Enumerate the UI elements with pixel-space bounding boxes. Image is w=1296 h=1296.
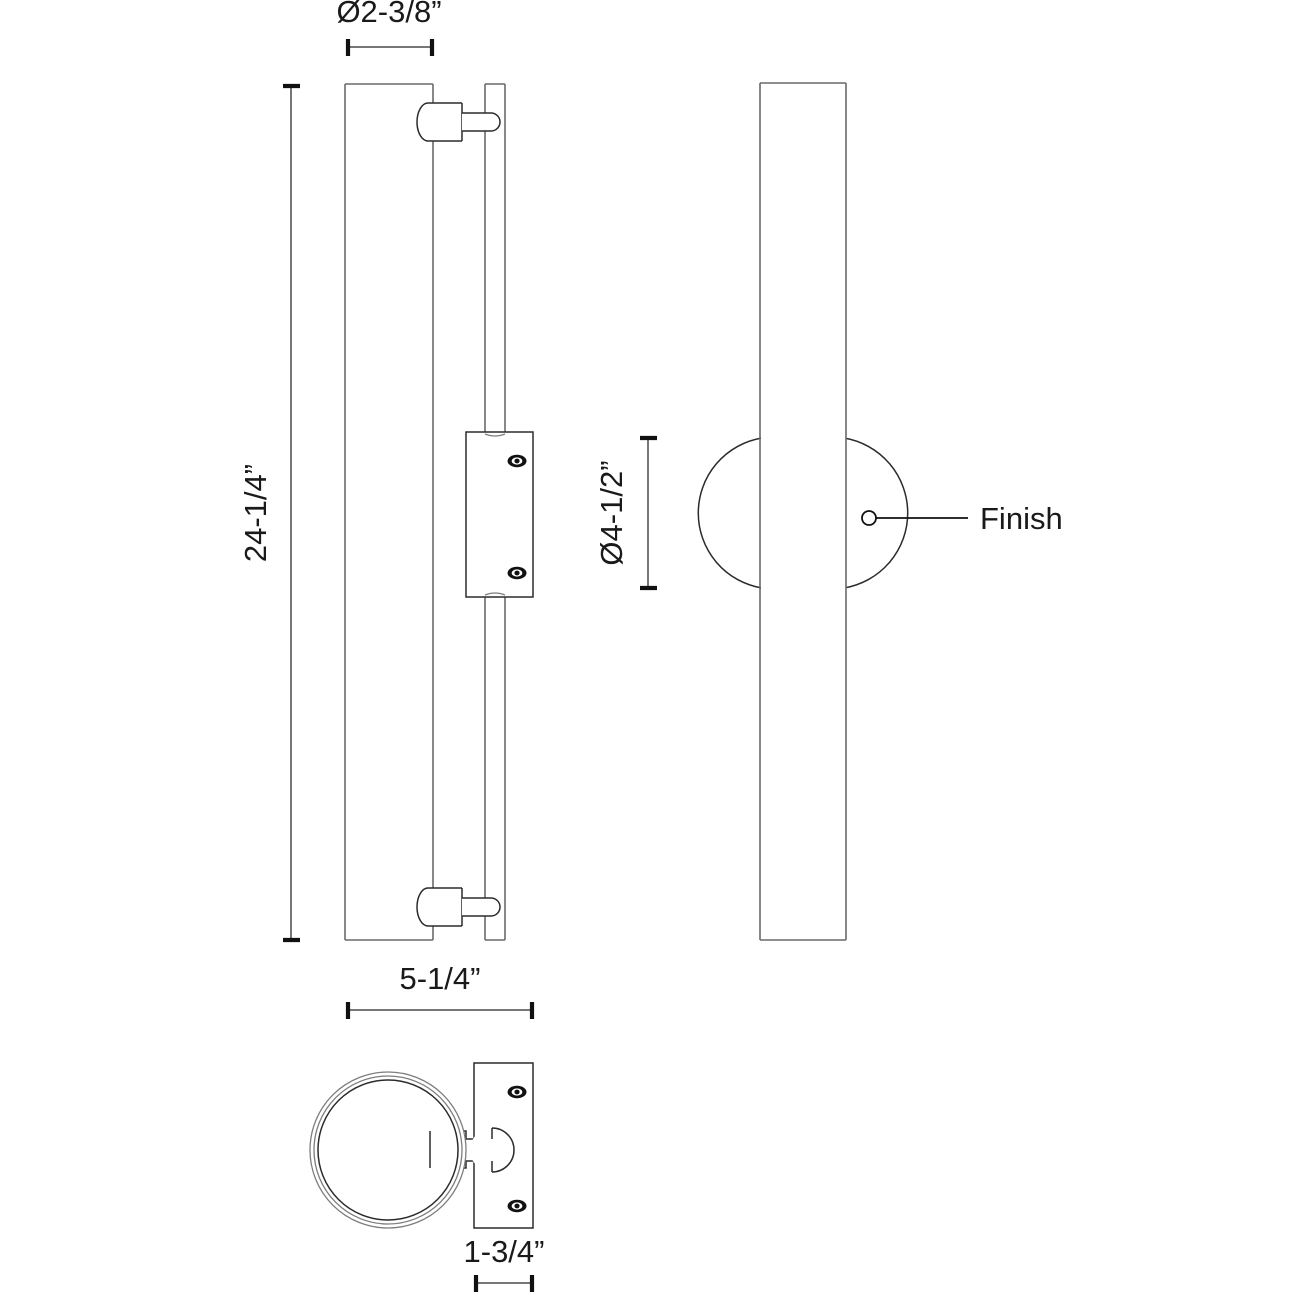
dimension-canopy-diameter	[640, 435, 657, 591]
plan-view	[309, 1062, 534, 1229]
dimension-label-diameter-top: Ø2-3/8”	[336, 0, 441, 29]
finish-annotation-label: Finish	[980, 501, 1063, 536]
screw-icon-bracket-upper	[507, 454, 527, 468]
dimension-diameter-top	[345, 39, 435, 56]
screw-icon-plan-upper	[507, 1085, 527, 1099]
mounting-bracket-plate	[465, 431, 534, 598]
dimension-label-height-overall: 24-1/4”	[238, 464, 273, 562]
dimension-width-side	[345, 1002, 535, 1019]
tube-cross-section-plan	[309, 1071, 467, 1229]
front-elevation-view	[344, 83, 534, 941]
canopy-arc-left	[697, 437, 763, 589]
finish-leader	[861, 510, 968, 526]
dimension-label-canopy-diameter: Ø4-1/2”	[594, 460, 629, 565]
dimension-height-overall	[283, 83, 300, 943]
side-elevation-view	[697, 82, 909, 941]
canopy-arc-right	[843, 437, 909, 589]
socket-pin-plan	[466, 1127, 515, 1173]
dimension-label-depth-plan: 1-3/4”	[464, 1234, 545, 1269]
dimension-label-width-side: 5-1/4”	[400, 961, 481, 996]
lamp-socket-top	[416, 102, 501, 142]
screw-icon-plan-lower	[507, 1199, 527, 1213]
lamp-socket-bottom	[416, 887, 501, 927]
dimension-depth-plan	[473, 1275, 535, 1292]
screw-icon-bracket-lower	[507, 566, 527, 580]
